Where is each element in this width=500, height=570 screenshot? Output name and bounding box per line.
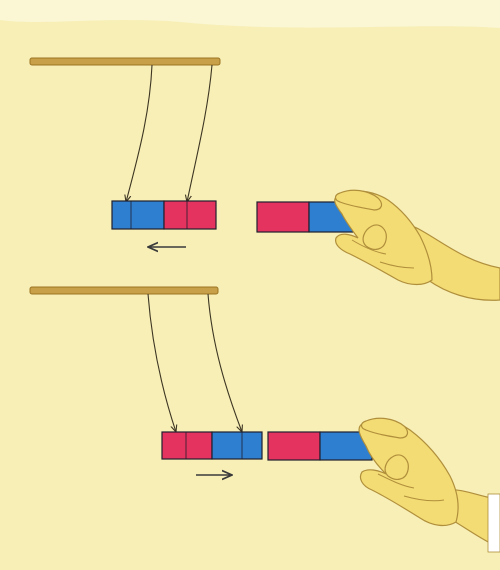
handheld-magnet-bottom <box>267 431 373 461</box>
support-rod-bottom <box>29 286 219 295</box>
paper-light-wash <box>0 0 500 28</box>
thread-right-bottom <box>207 293 242 432</box>
suspended-magnet-top <box>111 200 217 230</box>
thread-left-bottom <box>147 293 176 432</box>
thread-right-top <box>187 64 213 202</box>
finger-bottom <box>384 454 409 480</box>
north-pole-red <box>267 431 321 461</box>
sleeve-cuff <box>487 493 500 553</box>
north-pole-red <box>161 431 213 460</box>
hand-bottom <box>358 417 500 553</box>
panel-repel <box>29 57 500 301</box>
south-pole-blue <box>111 200 165 230</box>
thumb-bottom <box>360 417 409 439</box>
suspended-magnet-bottom <box>161 431 263 460</box>
palm-bottom <box>358 419 459 527</box>
knuckle-line <box>403 495 445 502</box>
thread-left-top <box>126 64 153 202</box>
panel-attract <box>29 286 500 553</box>
south-pole-blue <box>211 431 263 460</box>
north-pole-red <box>163 200 217 230</box>
north-pole-red <box>256 201 310 233</box>
knuckle-line <box>351 239 387 255</box>
knuckle-line <box>379 261 415 269</box>
finger-top <box>362 224 387 250</box>
support-rod-top <box>29 57 221 66</box>
knuckle-line <box>377 473 415 489</box>
thumb-top <box>334 189 383 211</box>
hand-top <box>334 189 500 301</box>
